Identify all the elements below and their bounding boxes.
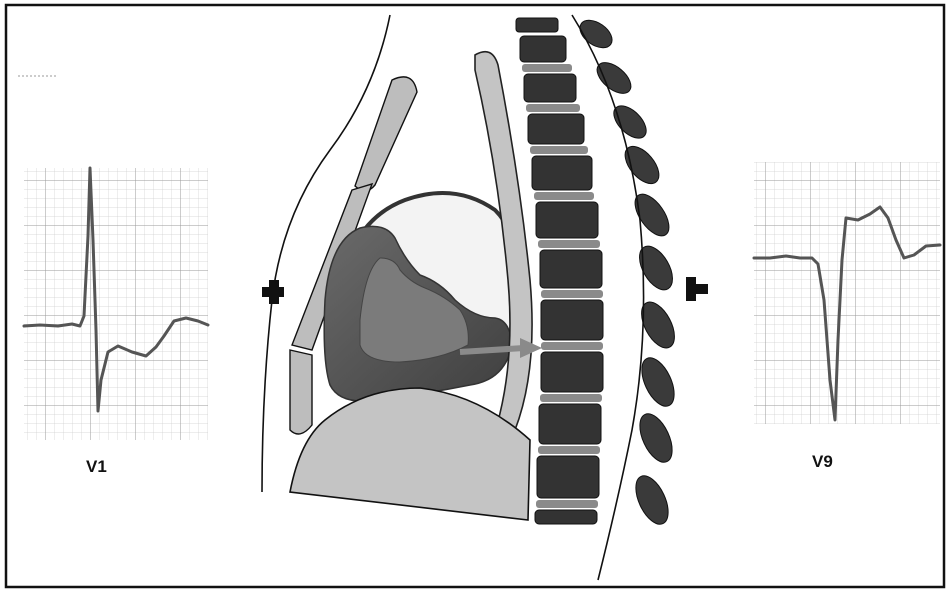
ecg-grid-v9: [754, 162, 940, 424]
lead-label-v9: V9: [812, 452, 833, 471]
ecg-strip-v1: V1: [24, 168, 208, 476]
lead-label-v1: V1: [86, 457, 107, 476]
ecg-grid-v1: [24, 168, 208, 440]
